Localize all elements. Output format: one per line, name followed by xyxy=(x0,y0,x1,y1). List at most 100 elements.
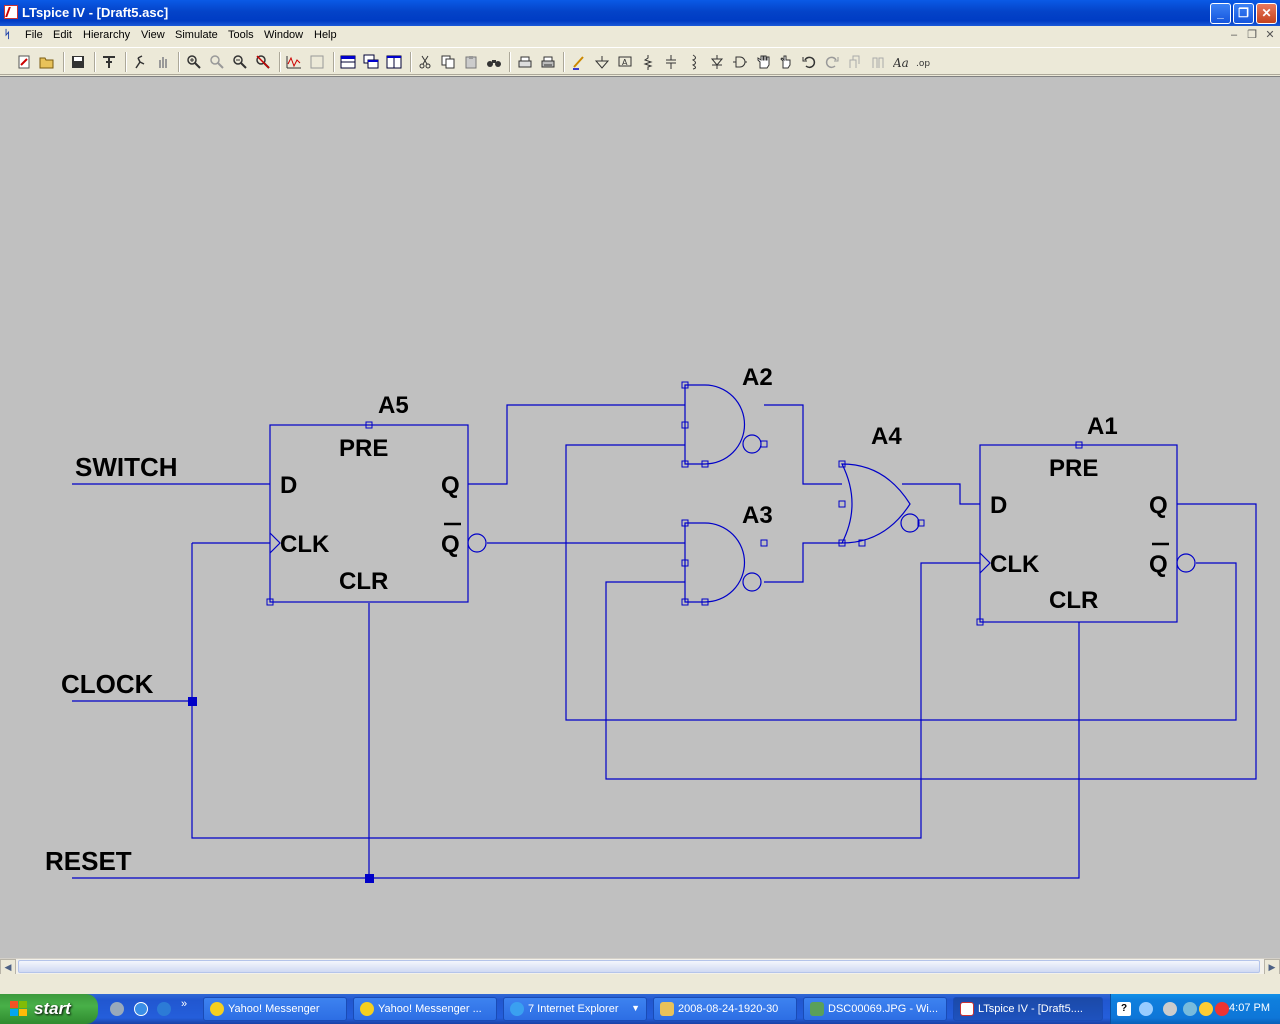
mail-tray-icon[interactable] xyxy=(1199,1002,1213,1016)
taskbar: start » Yahoo! Messenger Yahoo! Messenge… xyxy=(0,994,1280,1024)
title-bar[interactable]: LTspice IV - [Draft5.asc] _ ❐ ✕ xyxy=(0,0,1280,26)
menu-help[interactable]: Help xyxy=(314,29,337,41)
quicklaunch-more-icon[interactable]: » xyxy=(181,998,188,1010)
scroll-left-icon[interactable]: ◀ xyxy=(0,959,16,975)
pin-label-a5-clr: CLR xyxy=(339,568,388,595)
scroll-thumb[interactable] xyxy=(18,960,1260,973)
drag-icon[interactable] xyxy=(778,54,794,70)
search-quicklaunch-icon[interactable] xyxy=(157,1002,171,1016)
move-icon[interactable] xyxy=(755,54,771,70)
wire-reset xyxy=(72,622,1080,879)
menu-simulate[interactable]: Simulate xyxy=(175,29,218,41)
schematic-drawing[interactable]: SWITCH CLOCK RESET A5 PRE D Q Q CLK CLR … xyxy=(0,77,1280,959)
toolbar: A Aa .op xyxy=(0,47,1280,75)
ie-quicklaunch-icon[interactable] xyxy=(134,1002,148,1016)
cascade-icon[interactable] xyxy=(363,54,379,70)
minimize-button[interactable]: _ xyxy=(1210,3,1231,24)
diode-icon[interactable] xyxy=(709,54,725,70)
restore-button[interactable]: ❐ xyxy=(1233,3,1254,24)
task-folder[interactable]: 2008-08-24-1920-30 xyxy=(653,997,797,1021)
component-name-a3[interactable]: A3 xyxy=(742,502,773,529)
show-desktop-icon[interactable] xyxy=(110,1002,124,1016)
component-icon[interactable] xyxy=(732,54,748,70)
pin-label-a1-q: Q xyxy=(1149,492,1168,519)
wire-clock-bus xyxy=(191,543,980,839)
zoom-out-icon[interactable] xyxy=(232,54,248,70)
new-schematic-icon[interactable] xyxy=(16,54,32,70)
start-button[interactable]: start xyxy=(0,994,98,1024)
mdi-restore-button[interactable]: ❐ xyxy=(1247,29,1257,41)
zoom-in-icon[interactable] xyxy=(186,54,202,70)
text-icon[interactable]: Aa xyxy=(893,54,909,70)
close-button[interactable]: ✕ xyxy=(1256,3,1277,24)
mirror-icon[interactable] xyxy=(870,54,886,70)
waveform-icon[interactable] xyxy=(286,54,302,70)
tile-vertical-icon[interactable] xyxy=(386,54,402,70)
component-name-a5[interactable]: A5 xyxy=(378,392,409,419)
wire-a5-q xyxy=(468,404,685,485)
control-panel-icon[interactable] xyxy=(101,54,117,70)
task-image-viewer[interactable]: DSC00069.JPG - Wi... xyxy=(803,997,947,1021)
pin-label-a1-pre: PRE xyxy=(1049,455,1098,482)
ground-icon[interactable] xyxy=(594,54,610,70)
capacitor-icon[interactable] xyxy=(663,54,679,70)
redo-icon[interactable] xyxy=(824,54,840,70)
tile-horizontal-icon[interactable] xyxy=(340,54,356,70)
resistor-icon[interactable] xyxy=(640,54,656,70)
mdi-close-button[interactable]: ✕ xyxy=(1265,29,1275,41)
menu-hierarchy[interactable]: Hierarchy xyxy=(83,29,131,41)
paste-icon[interactable] xyxy=(463,54,479,70)
rotate-icon[interactable] xyxy=(847,54,863,70)
cut-icon[interactable] xyxy=(417,54,433,70)
messenger-tray-icon[interactable] xyxy=(1183,1002,1197,1016)
undo-icon[interactable] xyxy=(801,54,817,70)
menu-tools[interactable]: Tools xyxy=(228,29,254,41)
spice-directive-icon[interactable]: .op xyxy=(916,54,932,70)
security-tray-icon[interactable] xyxy=(1215,1002,1229,1016)
start-label: start xyxy=(34,999,71,1018)
pan-icon[interactable] xyxy=(209,54,225,70)
component-name-a2[interactable]: A2 xyxy=(742,364,773,391)
draw-wire-icon[interactable] xyxy=(571,54,587,70)
menu-window[interactable]: Window xyxy=(264,29,304,41)
menu-file[interactable]: File xyxy=(25,29,43,41)
menu-view[interactable]: View xyxy=(141,29,165,41)
copy-icon[interactable] xyxy=(440,54,456,70)
group-dropdown-icon[interactable]: ▼ xyxy=(631,1003,640,1013)
net-label-reset[interactable]: RESET xyxy=(45,846,132,876)
mdi-minimize-button[interactable]: – xyxy=(1230,29,1238,41)
inductor-icon[interactable] xyxy=(686,54,702,70)
horizontal-scrollbar[interactable]: ◀ ▶ xyxy=(0,958,1280,975)
open-icon[interactable] xyxy=(39,54,55,70)
print-setup-icon[interactable] xyxy=(517,54,533,70)
schematic-canvas[interactable]: SWITCH CLOCK RESET A5 PRE D Q Q CLK CLR … xyxy=(0,76,1280,958)
document-icon[interactable]: ᛋ xyxy=(4,29,11,41)
clock[interactable]: 4:07 PM xyxy=(1229,1002,1270,1014)
zoom-fit-icon[interactable] xyxy=(255,54,271,70)
network-icon[interactable] xyxy=(1139,1002,1153,1016)
task-internet-explorer[interactable]: 7 Internet Explorer ▼ xyxy=(503,997,647,1021)
folder-icon xyxy=(660,1002,674,1016)
ie-icon xyxy=(510,1002,524,1016)
print-icon[interactable] xyxy=(540,54,556,70)
task-ltspice[interactable]: LTspice IV - [Draft5.... xyxy=(953,997,1103,1021)
autorange-icon[interactable] xyxy=(309,54,325,70)
net-label-clock[interactable]: CLOCK xyxy=(61,669,154,699)
find-icon[interactable] xyxy=(486,54,502,70)
menu-edit[interactable]: Edit xyxy=(53,29,72,41)
component-name-a4[interactable]: A4 xyxy=(871,423,902,450)
ltspice-app-icon[interactable] xyxy=(4,5,18,19)
scroll-right-icon[interactable]: ▶ xyxy=(1264,959,1280,975)
task-yahoo-messenger-1[interactable]: Yahoo! Messenger xyxy=(203,997,347,1021)
help-icon[interactable]: ? xyxy=(1117,1002,1131,1016)
run-icon[interactable] xyxy=(132,54,148,70)
save-icon[interactable] xyxy=(70,54,86,70)
back-arrow-icon[interactable] xyxy=(1163,1002,1177,1016)
label-net-icon[interactable]: A xyxy=(617,54,633,70)
component-name-a1[interactable]: A1 xyxy=(1087,413,1118,440)
net-label-switch[interactable]: SWITCH xyxy=(75,452,178,482)
task-yahoo-messenger-2[interactable]: Yahoo! Messenger ... xyxy=(353,997,497,1021)
flipflop-a5-body xyxy=(269,424,469,603)
halt-icon[interactable] xyxy=(155,54,171,70)
pin-label-a1-d: D xyxy=(990,492,1007,519)
